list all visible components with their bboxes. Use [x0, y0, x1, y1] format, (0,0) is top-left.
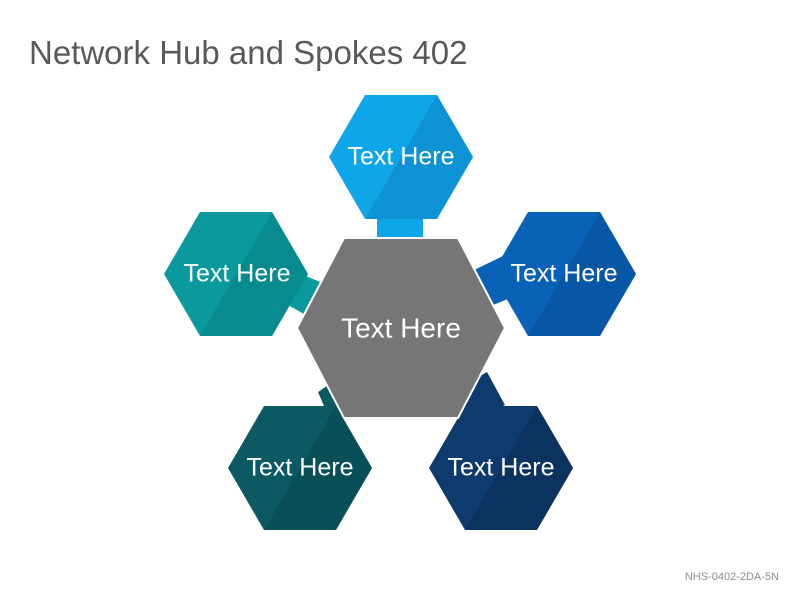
spoke-bottom-left-label: Text Here	[247, 454, 354, 482]
spoke-top-label: Text Here	[348, 143, 455, 171]
spoke-top[interactable]: Text Here	[329, 95, 473, 219]
spoke-left[interactable]: Text Here	[164, 212, 308, 336]
spoke-bottom-left[interactable]: Text Here	[228, 406, 372, 530]
spoke-bottom-right-label: Text Here	[448, 454, 555, 482]
spoke-bottom-right[interactable]: Text Here	[429, 406, 573, 530]
spoke-right[interactable]: Text Here	[492, 212, 636, 336]
spoke-right-label: Text Here	[511, 260, 618, 288]
page-title: Network Hub and Spokes 402	[29, 34, 468, 71]
hub[interactable]: Text Here	[295, 237, 507, 419]
diagram-code: NHS-0402-2DA-5N	[684, 571, 779, 583]
hub-label: Text Here	[341, 312, 461, 343]
spoke-left-label: Text Here	[184, 260, 291, 288]
